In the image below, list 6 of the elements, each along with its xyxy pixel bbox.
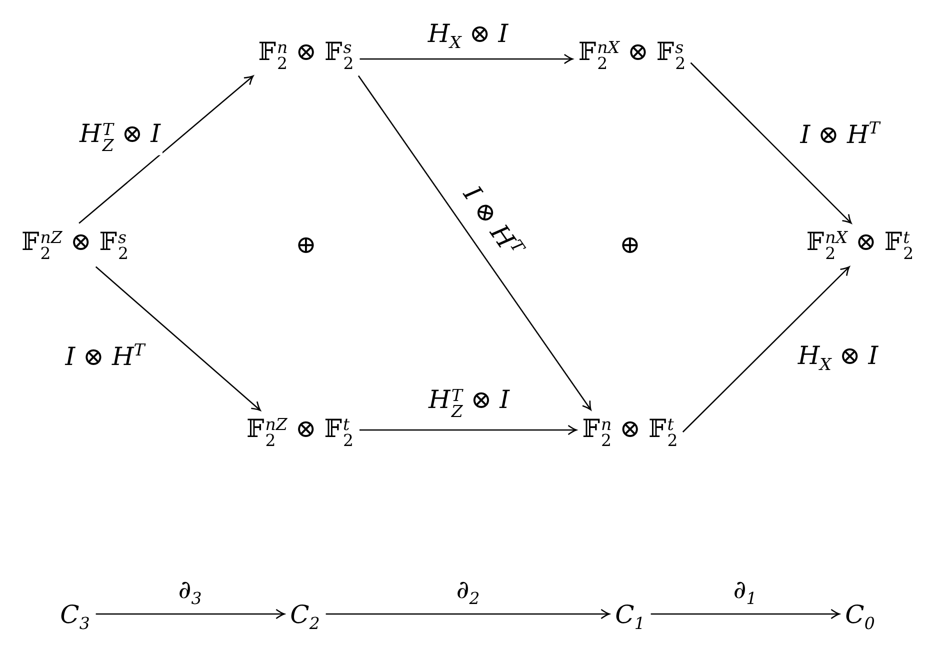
math-expression: C$_{2}$ xyxy=(287,598,323,632)
math-expression: C$_{0}$ xyxy=(842,598,878,632)
direct-sum-symbol: ⊕ xyxy=(620,230,640,260)
direct-sum-symbol: ⊕ xyxy=(296,230,316,260)
math-expression: C$_{3}$ xyxy=(57,598,93,632)
math-expression: C$_{1}$ xyxy=(612,598,648,632)
